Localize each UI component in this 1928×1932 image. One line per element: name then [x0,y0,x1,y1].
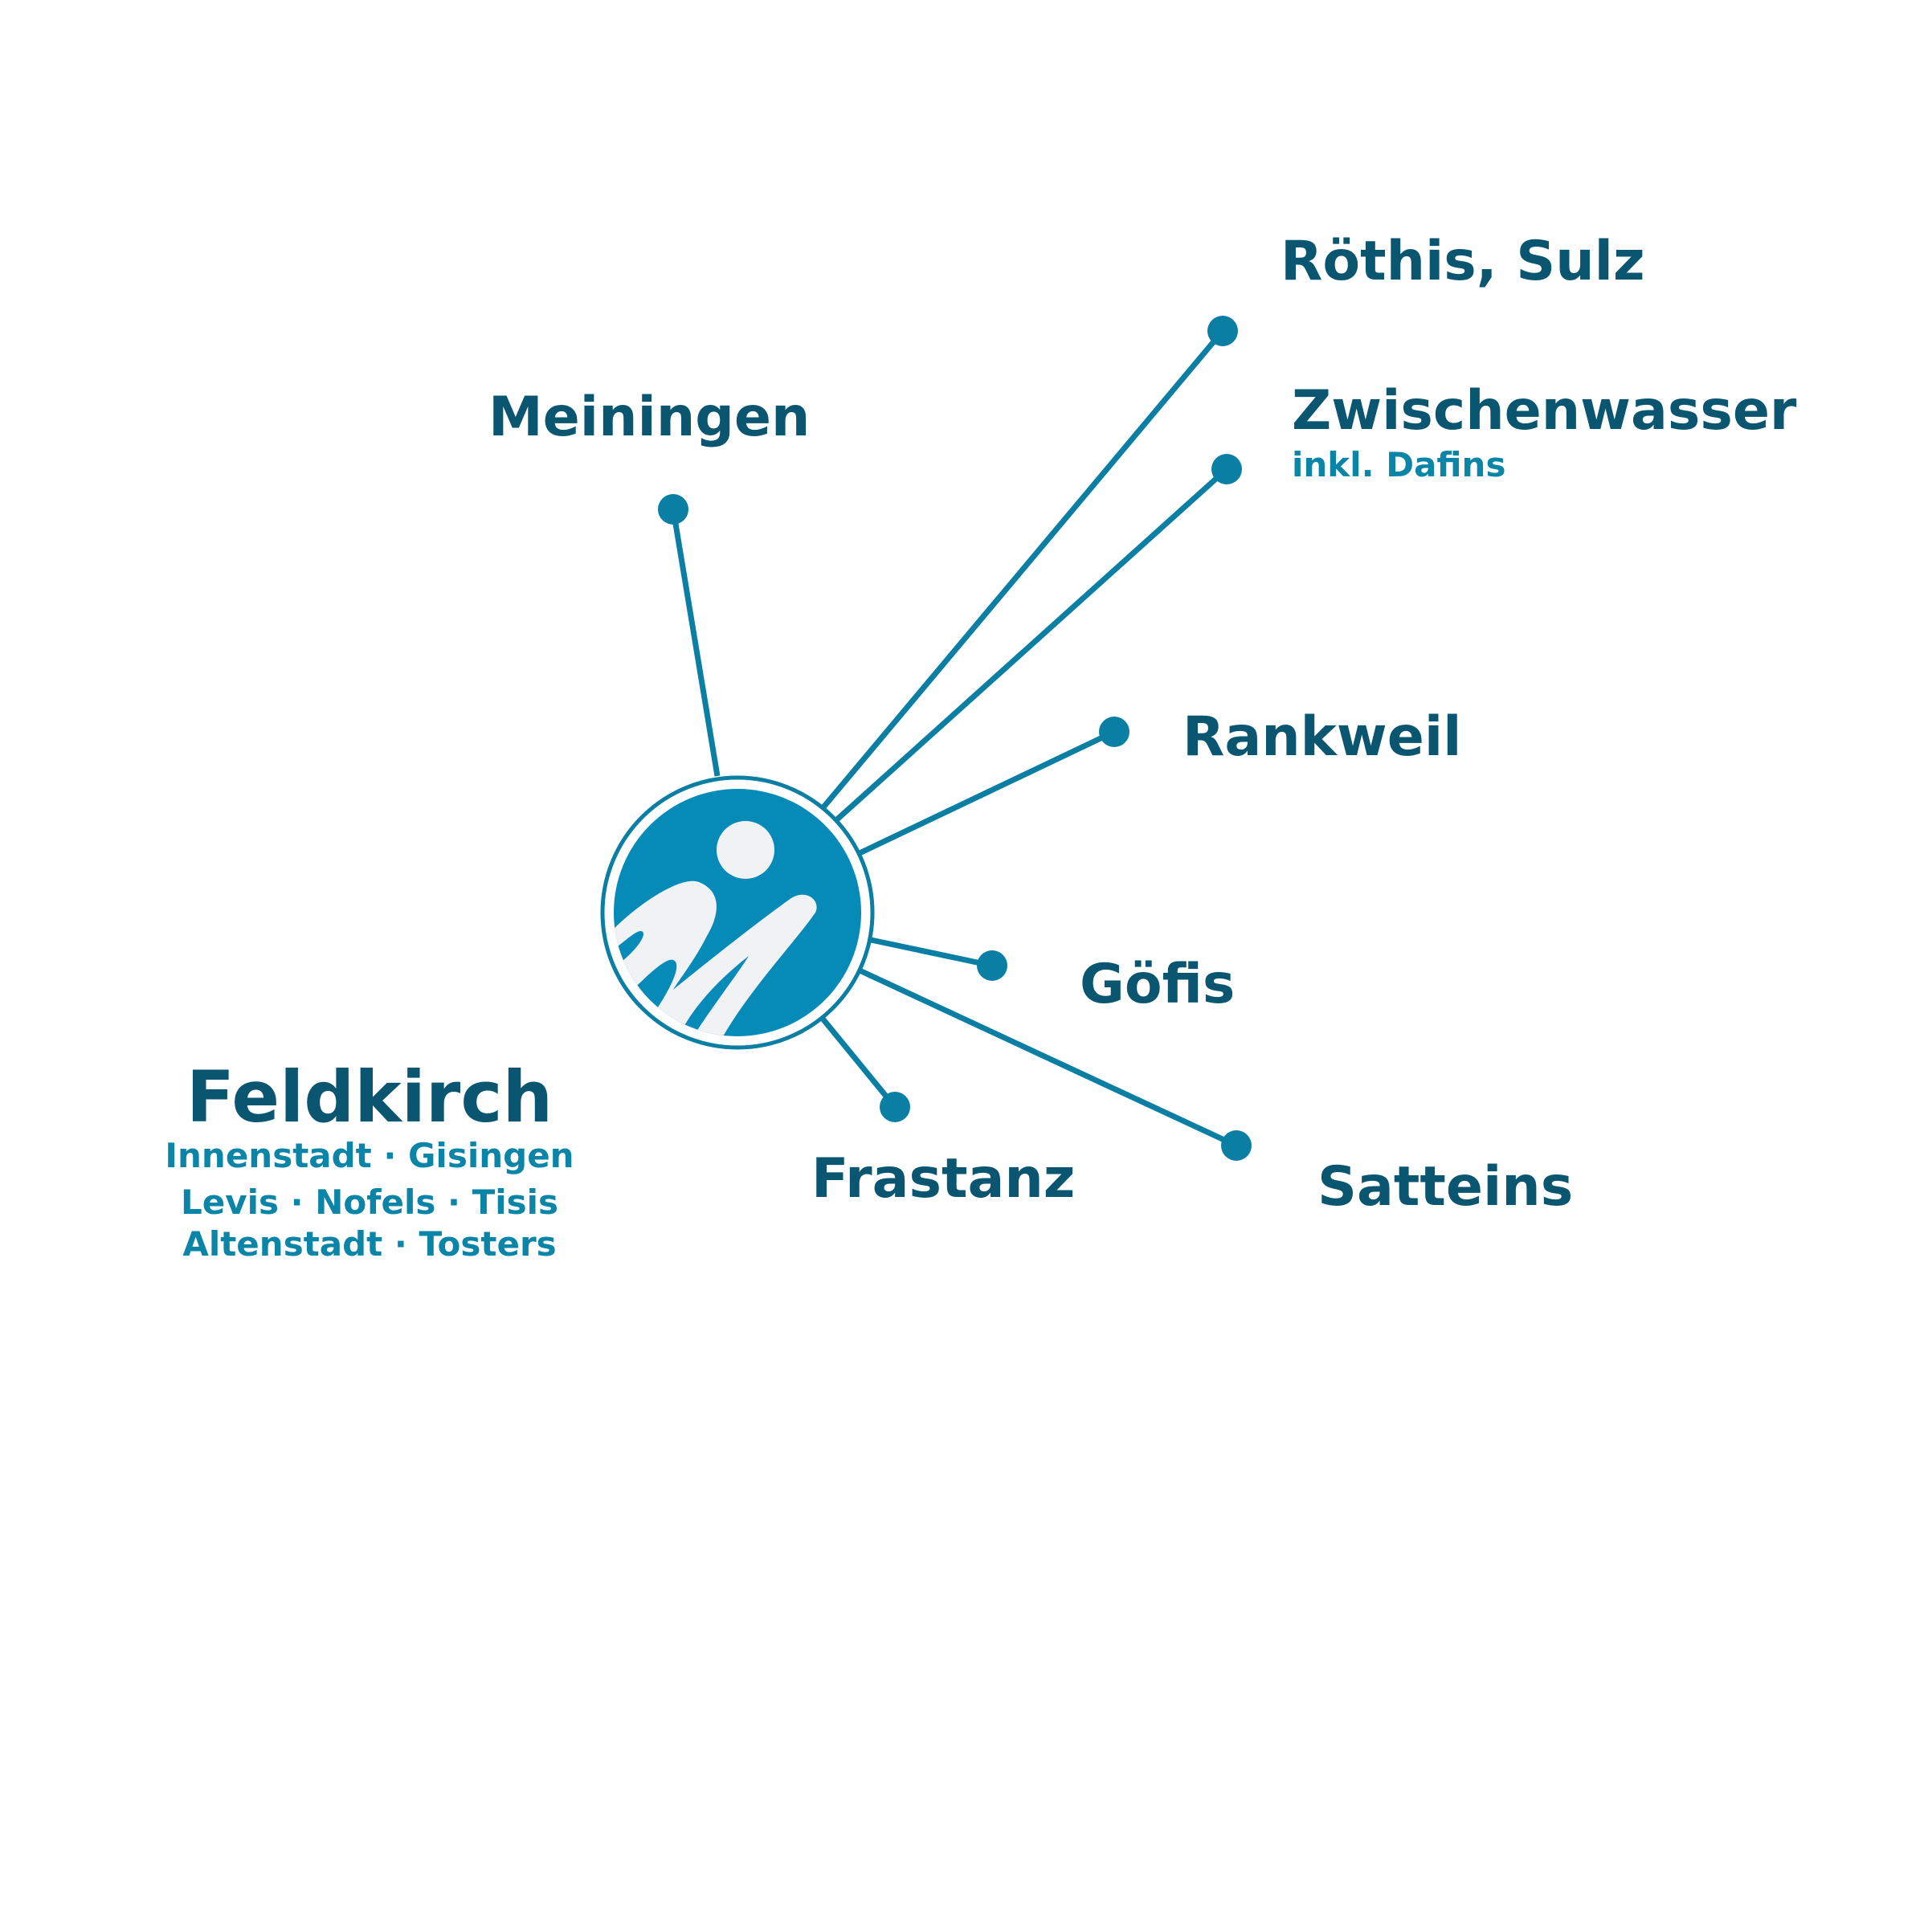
node-note-zwischenwasser: inkl. Dafins [1292,445,1506,484]
hub-districts-line-2: Levis · Nofels · Tisis [180,1182,559,1222]
link-rankweil [858,729,1116,856]
node-dot-rankweil [1099,717,1129,747]
node-dot-satteins [1221,1130,1252,1161]
node-dot-frastanz [880,1092,910,1122]
node-label-satteins: Satteins [1317,1155,1574,1219]
hub-label-group: Feldkirch Innenstadt · Gisingen Levis · … [112,1062,627,1261]
hub-title: Feldkirch [186,1056,553,1138]
hub-districts-line-3: Altenstadt · Tosters [182,1224,557,1264]
node-label-meiningen: Meiningen [488,386,811,449]
link-roethis [820,329,1225,811]
node-label-roethis: Röthis, Sulz [1281,230,1645,293]
link-meiningen [670,509,721,777]
node-dot-zwischenwasser [1211,454,1242,484]
node-label-frastanz: Frastanz [811,1147,1076,1211]
hub-districts-line-1: Innenstadt · Gisingen [165,1136,574,1175]
node-dot-meiningen [658,494,688,525]
link-goefis [870,937,993,969]
link-satteins [858,967,1238,1149]
link-frastanz [820,1016,897,1109]
node-label-zwischenwasser: Zwischenwasser [1292,379,1797,443]
person-circle-logo [600,775,875,1050]
node-dot-goefis [977,950,1007,981]
link-zwischenwasser [835,467,1229,822]
node-dot-roethis [1207,316,1238,346]
node-label-rankweil: Rankweil [1183,705,1462,769]
node-label-goefis: Göfis [1080,953,1236,1016]
